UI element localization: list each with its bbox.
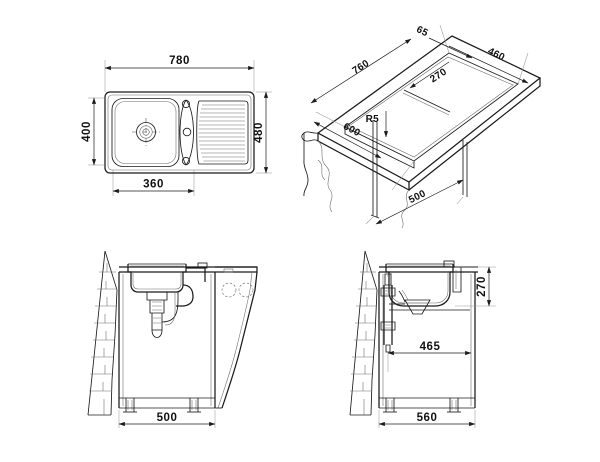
isometric-view: 65 460 760 270 R5 600 500 [301,24,542,229]
front-section-view: 500 [87,250,258,428]
support-right [462,140,468,197]
pipe-end-bottom [385,344,391,353]
masonry-wall-left [87,250,118,416]
dimension-label-480: 480 [253,122,265,143]
waste-link-left-inner [401,289,409,301]
dimension-label-780: 780 [169,55,190,67]
cabinet-foot-right-right-view [447,398,461,413]
dimension-label-560: 560 [417,412,438,424]
sink-bowl-inner [114,101,177,164]
valve-body-lower [380,321,396,331]
dimension-label-65: 65 [414,24,429,39]
waste-pipe-upper [186,267,206,282]
break-line-c [317,159,326,181]
plan-view: 780 480 400 360 [81,55,272,196]
dimension-plan-400: 400 [81,97,97,166]
waste-threads [152,301,162,311]
brick-courses-left [89,263,117,415]
cutout-divider [403,89,451,113]
support-left [372,120,378,217]
side-panel-profile [215,266,258,409]
brick-courses-right [350,263,377,415]
dimension-label-600: 600 [341,121,362,139]
cutout-divider-inner [402,92,450,116]
drainer-board [196,100,249,165]
dimension-plan-780: 780 [104,55,255,71]
drainer-ridges [198,104,245,162]
waste-pipe-bend [176,284,194,307]
worktop-right-edge [408,78,541,191]
cutout-opening-inner [348,56,514,158]
drainer-channel [179,99,194,166]
dimension-label-270: 270 [428,66,449,85]
sink-bowl [111,98,180,167]
dimension-label-R5: R5 [366,114,380,125]
valve-lower-detail [383,324,393,329]
valve-upper-detail [383,290,393,295]
waste-cone [404,299,431,315]
valve-body-upper [380,287,396,297]
worktop-front-edge [317,133,410,192]
break-line-a [317,140,333,213]
cutout-opening [344,52,519,162]
bowl-section-outline-right [385,264,454,307]
masonry-wall-right [349,250,378,416]
dimension-plan-360: 360 [112,179,195,194]
dimension-label-360: 360 [143,179,164,191]
waste-connector [149,300,165,314]
hidden-hole-left [221,282,237,298]
side-panel-profile-inner [217,271,253,409]
dimension-iso-460: 460 [448,45,529,84]
trap-outlet-pipe [161,292,179,323]
waste-outlet-body [146,292,168,301]
dimension-label-760: 760 [351,58,372,77]
drain-centre-mark [132,118,160,146]
dimension-side-465: 465 [387,341,472,356]
dimension-label-465: 465 [420,341,441,353]
bowl-section-outline [127,264,187,293]
sink-outline [104,91,255,174]
worktop-top-face [316,35,542,183]
tap-fitting-right [443,260,455,268]
dimension-side-560: 560 [378,412,476,427]
dimension-iso-65: 65 [414,24,473,59]
bowl-section-inner [132,272,182,290]
pipe-cap-top [384,273,392,286]
cabinet-foot-left-right-view [383,398,397,413]
drainer-outlet-hole [182,127,192,137]
cabinet-foot-left [123,398,137,413]
trap-bend [151,329,163,338]
worktop-fitting-b [223,268,234,273]
tap-riser-right [452,267,462,293]
trap-outlet-pipe-inner [164,292,176,326]
worktop-break-line-left [303,133,309,197]
trap-rings [153,317,161,324]
cabinet-foot-right [187,398,201,413]
dimension-iso-270: 270 [409,61,450,89]
dimension-iso-500: 500 [375,179,464,225]
bowl-section-inner-right [390,272,449,304]
sink-inner-rim [107,94,252,171]
trap-upper-tube [151,313,163,331]
supply-pipe-stack [380,273,396,353]
dimension-label-270-side: 270 [476,276,488,297]
dimension-iso-R5: R5 [366,111,389,138]
dimension-plan-480: 480 [253,91,269,174]
dimension-front-500: 500 [118,412,216,427]
hidden-hole-right [238,282,254,298]
dimension-label-500-front: 500 [157,412,178,424]
worktop-break-edge-left [301,131,319,142]
dimension-label-400: 400 [81,121,93,142]
worktop-fitting-a [197,262,208,269]
waste-link-left [398,290,406,303]
dimension-side-270: 270 [476,266,492,307]
side-section-view: 270 465 560 [349,250,496,428]
